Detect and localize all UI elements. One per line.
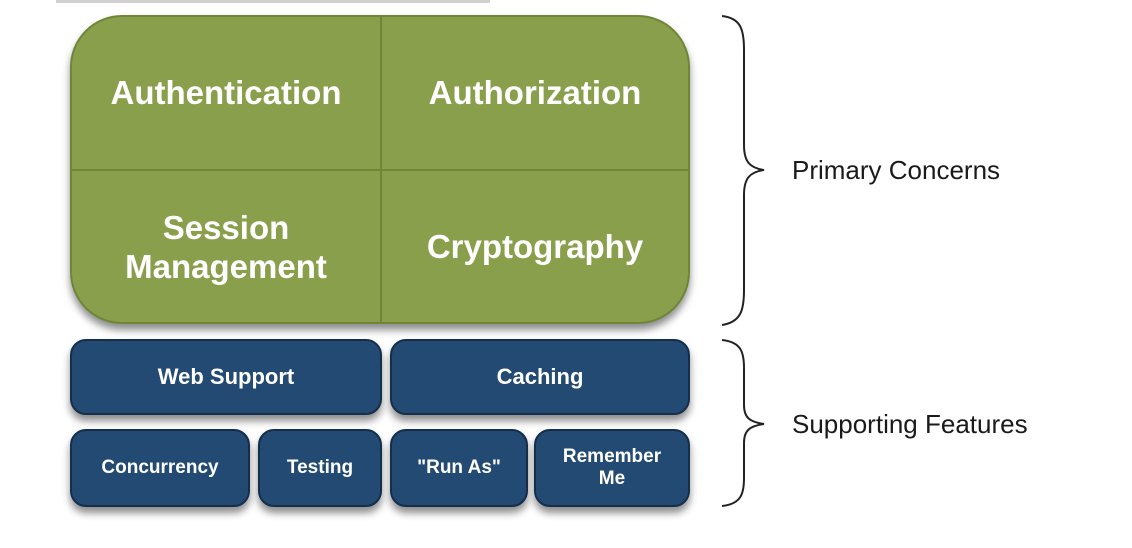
authorization-cell: Authorization	[382, 17, 688, 169]
web-support-label: Web Support	[157, 364, 295, 389]
web-support-box: Web Support	[70, 339, 382, 415]
cryptography-cell: Cryptography	[382, 171, 688, 322]
authentication-cell: Authentication	[72, 17, 380, 169]
remember-me-box: Remember Me	[534, 429, 690, 507]
session-label-line2: Management	[125, 247, 327, 285]
remember-me-label-line2: Me	[598, 468, 626, 489]
cryptography-label: Cryptography	[426, 228, 644, 266]
run-as-label: "Run As"	[417, 456, 501, 478]
concurrency-label: Concurrency	[101, 456, 219, 478]
authorization-label: Authorization	[428, 73, 642, 111]
concurrency-box: Concurrency	[70, 429, 250, 507]
testing-label: Testing	[286, 456, 354, 478]
supporting-features-brace	[721, 339, 765, 507]
supporting-features-label: Supporting Features	[792, 409, 1028, 439]
primary-concerns-block: Authentication Authorization Session Man…	[70, 15, 690, 324]
remember-me-label-line1: Remember	[562, 445, 662, 467]
caching-label: Caching	[496, 364, 584, 389]
primary-horizontal-divider	[72, 169, 688, 171]
session-management-cell: Session Management	[72, 171, 380, 322]
top-divider-line	[56, 0, 490, 3]
primary-concerns-label: Primary Concerns	[792, 155, 1001, 185]
primary-concerns-brace	[721, 15, 765, 326]
testing-box: Testing	[258, 429, 382, 507]
run-as-box: "Run As"	[390, 429, 528, 507]
caching-box: Caching	[390, 339, 690, 415]
authentication-label: Authentication	[110, 73, 342, 111]
session-label-line1: Session	[162, 208, 290, 246]
